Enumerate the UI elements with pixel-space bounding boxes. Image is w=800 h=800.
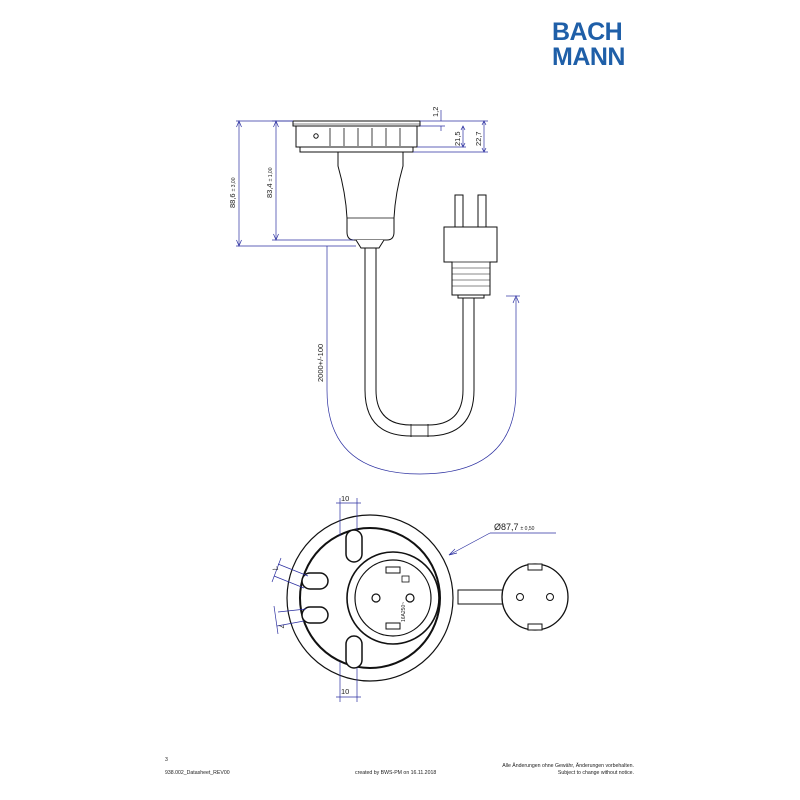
collar-base — [299, 146, 414, 153]
plug-pin-1 — [516, 593, 524, 601]
page-number: 3 — [165, 757, 168, 763]
dim-collar: 21,5 — [453, 131, 462, 146]
socket-marking: 16A250~ — [401, 602, 407, 622]
bachmann-logo: BACH MANN — [552, 20, 634, 70]
side-dimensions — [236, 110, 520, 475]
disclaimer-english: Subject to change without notice. — [557, 770, 634, 776]
dim-diameter: Ø87,7± 0,50 — [494, 522, 535, 532]
top-view — [286, 514, 569, 682]
document-id: 938.002_Datasheet_REV00 — [165, 770, 230, 776]
socket-recess — [354, 559, 432, 637]
schuko-plug — [443, 194, 498, 299]
slot-bottom — [345, 635, 363, 669]
top-dimension-labels: 10 10 7 7 Ø87,7± 0,50 — [270, 494, 534, 696]
plug-notch-top — [527, 563, 543, 571]
dim-slot-width-top: 10 — [341, 494, 349, 503]
marking-box — [401, 575, 410, 583]
plug-face — [501, 563, 569, 631]
side-dimension-labels: 1,2 21,5 22,7 88,6± 3,00 83,4± 1,00 2000… — [228, 107, 483, 382]
diameter-leader — [448, 532, 491, 556]
dim-slot-gap-1: 7 — [270, 565, 280, 572]
logo-line-1: BACH — [552, 18, 623, 46]
socket-pin-hole-2 — [405, 593, 415, 603]
slot-lower-left — [301, 606, 329, 624]
slot-top — [345, 529, 363, 563]
dim-total-height: 88,6± 3,00 — [228, 177, 237, 208]
cable-exit — [457, 589, 505, 605]
created-by: created by BWS-PM on 16.11.2018 — [355, 770, 437, 776]
rim-flange — [292, 120, 421, 127]
dim-slot-width-bottom: 10 — [341, 687, 349, 696]
earth-contact-top — [385, 566, 401, 574]
strain-relief — [355, 239, 385, 249]
dim-top-rim: 1,2 — [431, 107, 440, 117]
plug-pin-2 — [546, 593, 554, 601]
socket-pin-hole-1 — [371, 593, 381, 603]
logo-line-2: MANN — [552, 43, 626, 71]
dim-body-height: 83,4± 1,00 — [265, 167, 274, 198]
dim-collar-total: 22,7 — [474, 131, 483, 146]
collar-ribs — [329, 128, 401, 146]
dim-slot-gap-2: 7 — [277, 624, 286, 629]
plug-notch-bottom — [527, 623, 543, 631]
cable-length-arc — [326, 246, 517, 475]
cable — [364, 248, 475, 437]
disclaimer-german: Alle Änderungen ohne Gewähr, Änderungen … — [502, 763, 634, 769]
inner-ring — [299, 527, 441, 669]
earth-contact-bottom — [385, 622, 401, 630]
screw-hole — [313, 133, 319, 139]
socket-face — [346, 551, 440, 645]
outer-ring — [286, 514, 454, 682]
side-view — [292, 120, 498, 437]
top-dimensions — [271, 498, 556, 702]
dim-cable-length: 2000+/-100 — [316, 344, 325, 382]
socket-body — [337, 151, 404, 241]
slot-upper-left — [301, 572, 329, 590]
cable-inner — [375, 248, 464, 426]
